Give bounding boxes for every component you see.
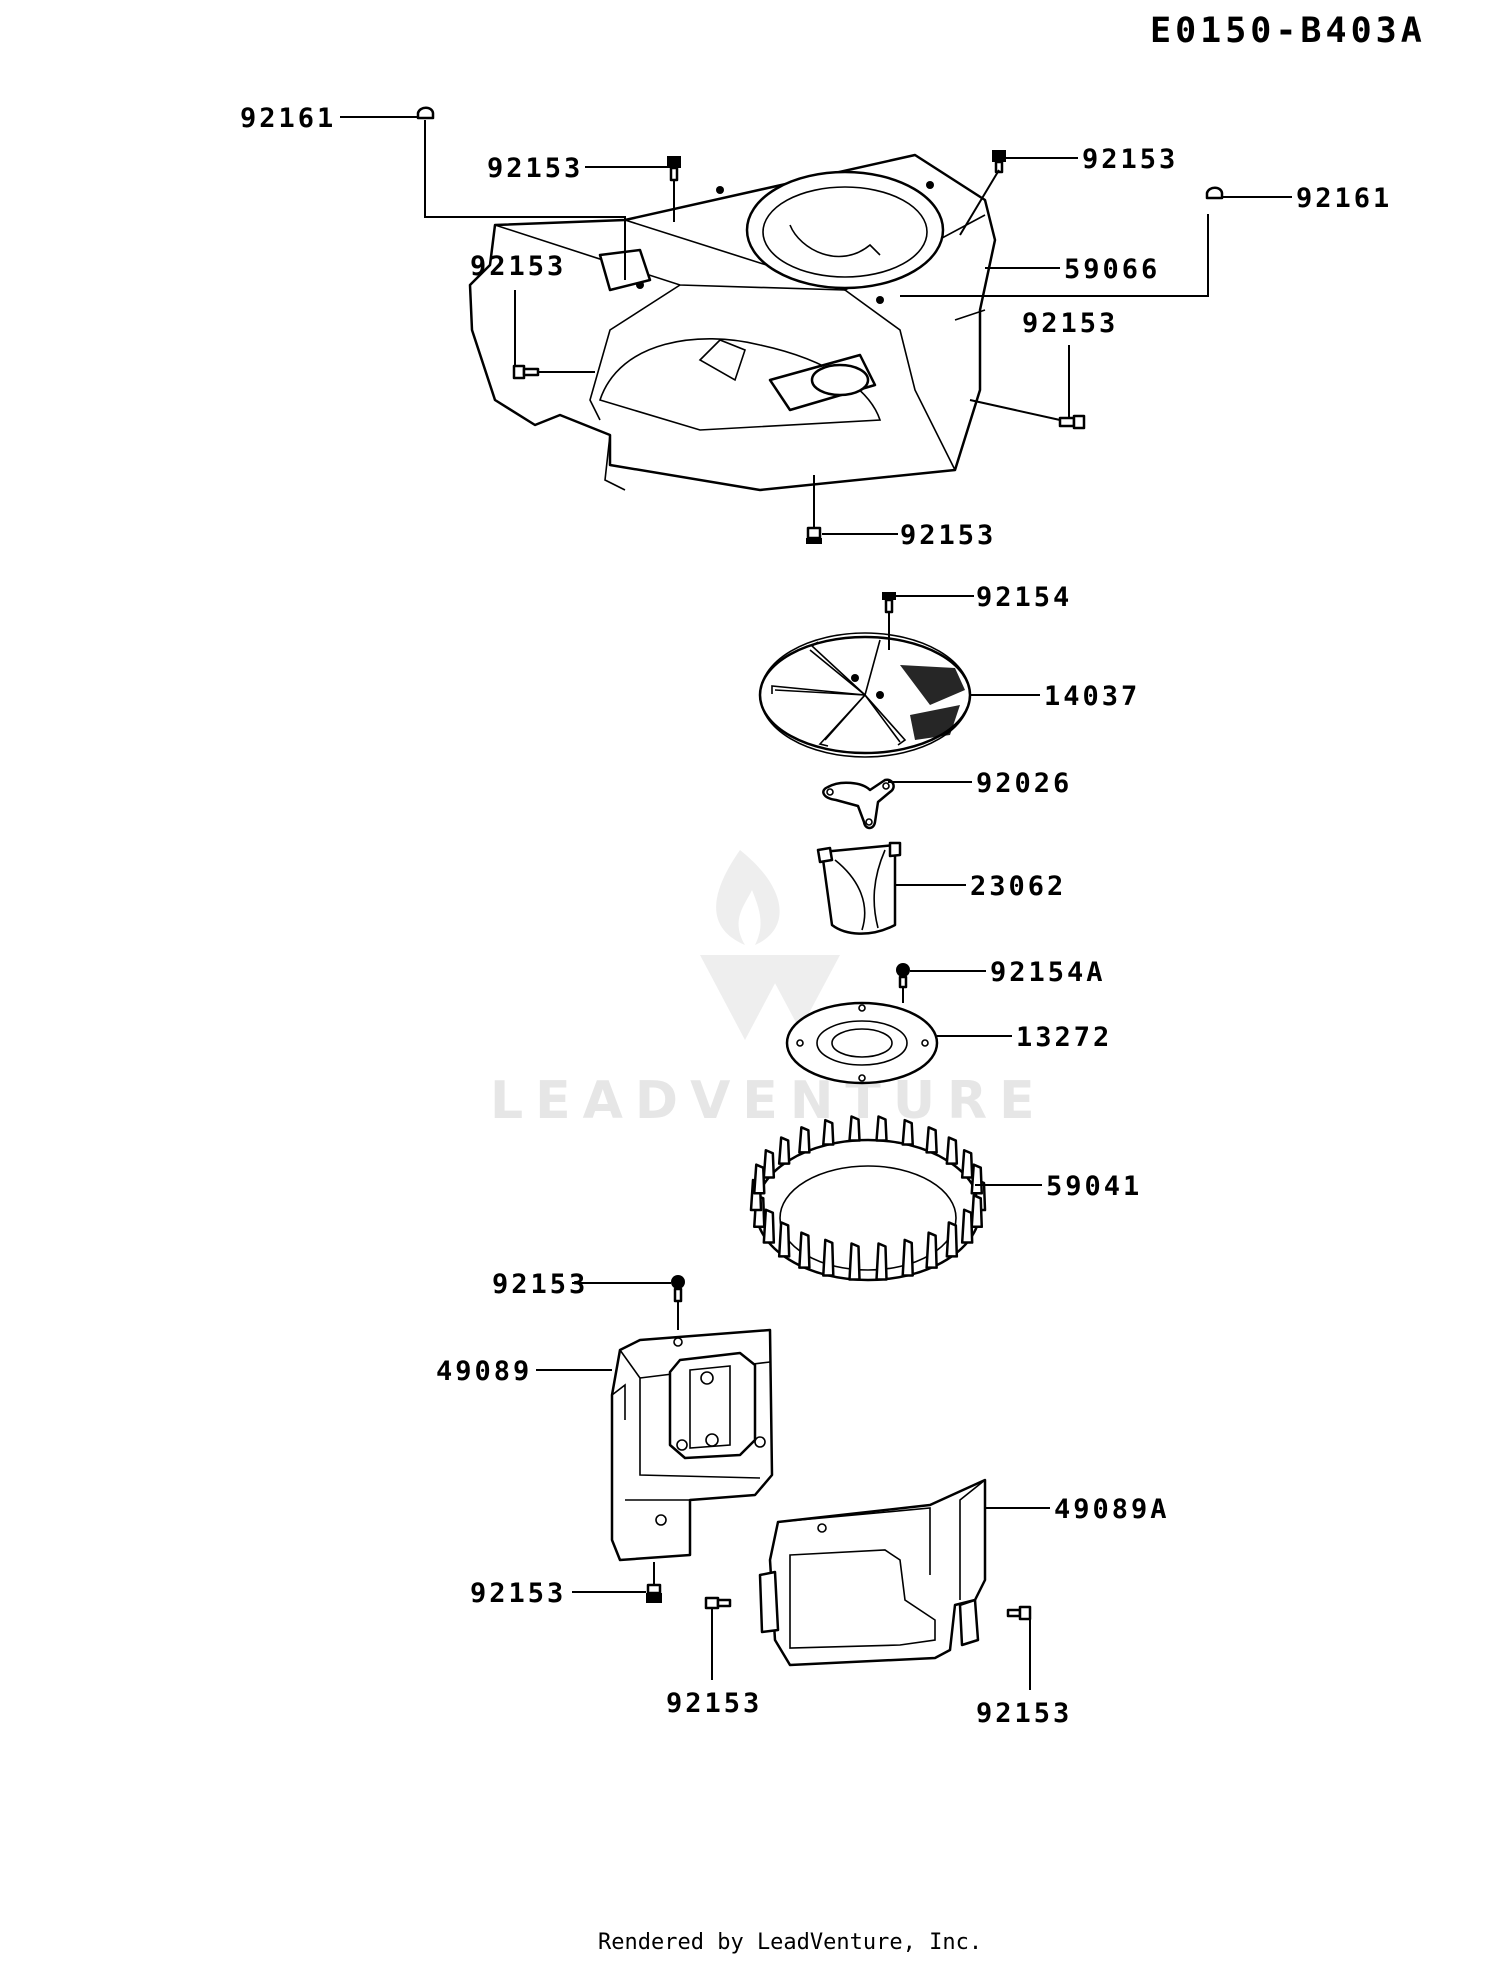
callout-23062: 23062: [970, 871, 1066, 902]
cap-92161-a: [416, 106, 435, 120]
plate-92026: [822, 778, 895, 830]
fan-blade: [848, 1242, 861, 1281]
callout-92153-d: 92153: [1022, 308, 1118, 339]
fan-blade: [848, 1115, 861, 1142]
callout-59041: 59041: [1046, 1171, 1142, 1202]
fan-blade: [777, 1221, 791, 1258]
cover-49089A: [758, 1478, 987, 1667]
callout-92154: 92154: [976, 582, 1072, 613]
bolt-d: [1058, 414, 1086, 430]
bolt-f: [671, 1275, 685, 1303]
callout-59066: 59066: [1064, 254, 1160, 285]
fasteners: [416, 106, 1224, 1621]
screw-92154A: [896, 963, 910, 989]
callout-92153-i: 92153: [976, 1698, 1072, 1729]
callout-92153-b: 92153: [1082, 144, 1178, 175]
callout-92161-b: 92161: [1296, 183, 1392, 214]
callout-49089: 49089: [436, 1356, 532, 1387]
screw-92154: [882, 592, 896, 614]
diagram-code: E0150-B403A: [1150, 11, 1426, 51]
callout-92153-f: 92153: [492, 1269, 588, 1300]
fan-blade: [762, 1149, 776, 1179]
shroud-59066: [468, 153, 997, 492]
callout-92153-g: 92153: [470, 1578, 566, 1609]
fan-blade: [753, 1163, 766, 1195]
fan-blade: [925, 1231, 938, 1269]
leader-lines: [340, 116, 1292, 1690]
callout-92154A: 92154A: [990, 957, 1106, 988]
fan-blade: [970, 1163, 983, 1195]
watermark: LEADVENTURE: [490, 850, 1047, 1131]
callout-labels: 92161 92153 92153 92161 92153 59066 9215…: [240, 103, 1392, 1729]
bolt-g: [646, 1583, 662, 1603]
callout-92161-a: 92161: [240, 103, 336, 134]
guide-23062: [816, 841, 902, 935]
fan-blade: [798, 1231, 811, 1269]
fan-blade: [945, 1136, 959, 1165]
callout-92153-e: 92153: [900, 520, 996, 551]
bolt-a: [667, 156, 681, 182]
callout-92026: 92026: [976, 768, 1072, 799]
fan-blade: [777, 1136, 791, 1165]
fan-blade: [901, 1118, 914, 1146]
bolt-i: [1006, 1605, 1032, 1621]
bolt-b: [992, 150, 1006, 174]
fan-blade: [822, 1118, 835, 1146]
callout-92153-c: 92153: [470, 251, 566, 282]
callout-49089A: 49089A: [1054, 1494, 1170, 1525]
screen-14037: [758, 632, 972, 758]
fan-blade: [822, 1238, 835, 1277]
callout-13272: 13272: [1016, 1022, 1112, 1053]
fan-59041: [749, 1115, 987, 1282]
cap-92161-b: [1205, 186, 1224, 200]
fan-blade: [875, 1115, 888, 1142]
callout-92153-h: 92153: [666, 1688, 762, 1719]
bolt-e: [806, 526, 822, 544]
watermark-text: LEADVENTURE: [490, 1071, 1047, 1131]
callout-14037: 14037: [1044, 681, 1140, 712]
fan-blade: [901, 1238, 914, 1277]
callout-92153-a: 92153: [487, 153, 583, 184]
fan-blade: [970, 1194, 983, 1228]
cover-49089: [610, 1328, 774, 1562]
bolt-h: [704, 1596, 732, 1610]
fan-blade: [925, 1126, 938, 1154]
fan-blade: [945, 1221, 959, 1258]
fan-blade: [798, 1126, 811, 1154]
footer-credit: Rendered by LeadVenture, Inc.: [598, 1930, 982, 1955]
fan-blade: [875, 1242, 888, 1281]
plate-13272: [785, 1001, 939, 1085]
fan-blade: [960, 1149, 974, 1179]
bolt-c: [512, 364, 540, 380]
fan-blade: [960, 1208, 974, 1244]
